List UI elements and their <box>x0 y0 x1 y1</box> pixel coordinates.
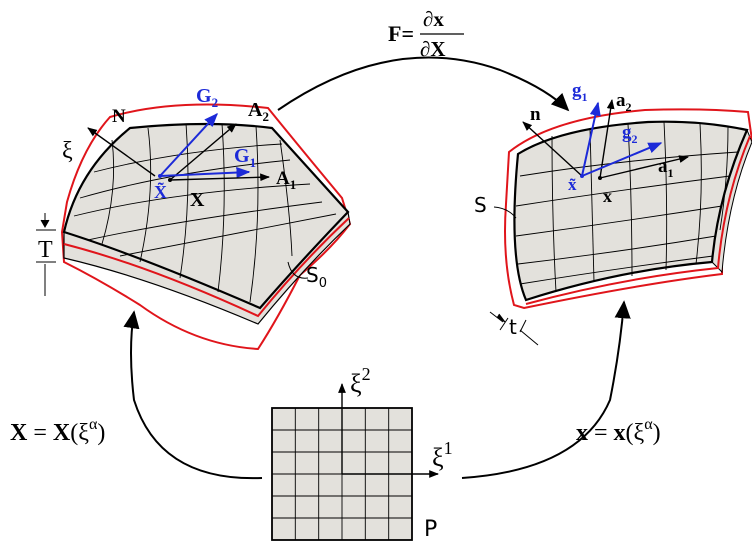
label-x: x <box>603 186 612 206</box>
F-numerator: ∂x <box>423 7 444 31</box>
reference-point-X <box>168 178 172 182</box>
label-N: N <box>112 106 126 127</box>
current-g2-arrow <box>581 142 663 177</box>
current-grid <box>515 121 739 293</box>
current-g1-arrow <box>581 101 601 177</box>
label-xi1: ξ1 <box>432 438 453 472</box>
deformation-gradient-formula: F= ∂x ∂X <box>388 7 464 61</box>
parameter-domain-grid <box>271 383 439 541</box>
current-mid-red-line <box>525 135 751 305</box>
F-equals: = <box>401 21 414 46</box>
current-point-x-tilde <box>580 174 584 178</box>
current-a2-arrow <box>599 99 615 179</box>
label-A1: A1 <box>276 168 296 192</box>
label-a1: a1 <box>658 156 674 180</box>
label-G1: G1 <box>234 145 256 170</box>
reference-A1-arrow <box>169 173 270 182</box>
current-shell <box>489 99 752 346</box>
svg-text:F=: F= <box>388 21 414 46</box>
reference-G2-arrow <box>159 112 218 177</box>
reference-outer-outline <box>60 103 352 351</box>
label-g1: g1 <box>572 80 588 104</box>
label-xi2: ξ2 <box>350 364 371 398</box>
current-normal-n-arrow <box>522 121 583 177</box>
label-a2: a2 <box>616 90 632 114</box>
reference-G1-arrow <box>159 166 251 179</box>
label-S: S <box>474 193 487 217</box>
reference-map-arrow <box>123 310 263 480</box>
label-T: T <box>38 237 53 263</box>
label-G2: G2 <box>196 85 218 110</box>
reference-shell <box>36 103 352 351</box>
label-x-tilde: x̃ <box>568 175 577 194</box>
label-A2: A2 <box>248 99 269 124</box>
F-symbol: F <box>388 21 401 46</box>
thickness-t-marker <box>489 311 539 346</box>
current-top-surface <box>513 120 749 302</box>
deformation-map-arrow <box>277 56 570 112</box>
label-X: X <box>190 189 205 211</box>
S0-leader-line <box>287 261 309 279</box>
current-map-formula: x = x(ξα) <box>576 416 661 446</box>
F-denominator: ∂X <box>420 37 446 61</box>
reference-A2-arrow <box>169 123 237 181</box>
label-g2: g2 <box>622 122 638 146</box>
current-point-x <box>598 176 602 180</box>
label-S0: S0 <box>306 263 327 291</box>
label-P: P <box>424 517 437 542</box>
current-map-arrow <box>461 300 631 479</box>
label-xi: ξ <box>62 138 73 164</box>
label-n: n <box>530 104 541 125</box>
reference-normal-N-arrow <box>87 127 156 177</box>
label-t: t <box>509 315 517 339</box>
reference-mid-red-line <box>63 217 350 318</box>
S-leader-line <box>493 206 517 219</box>
reference-point-X-tilde <box>158 174 162 178</box>
current-a1-arrow <box>599 155 689 179</box>
reference-map-formula: X = X(ξα) <box>10 416 105 446</box>
reference-top-surface <box>62 122 350 310</box>
thickness-T-marker <box>36 213 56 296</box>
label-X-tilde: X̃ <box>154 182 167 202</box>
